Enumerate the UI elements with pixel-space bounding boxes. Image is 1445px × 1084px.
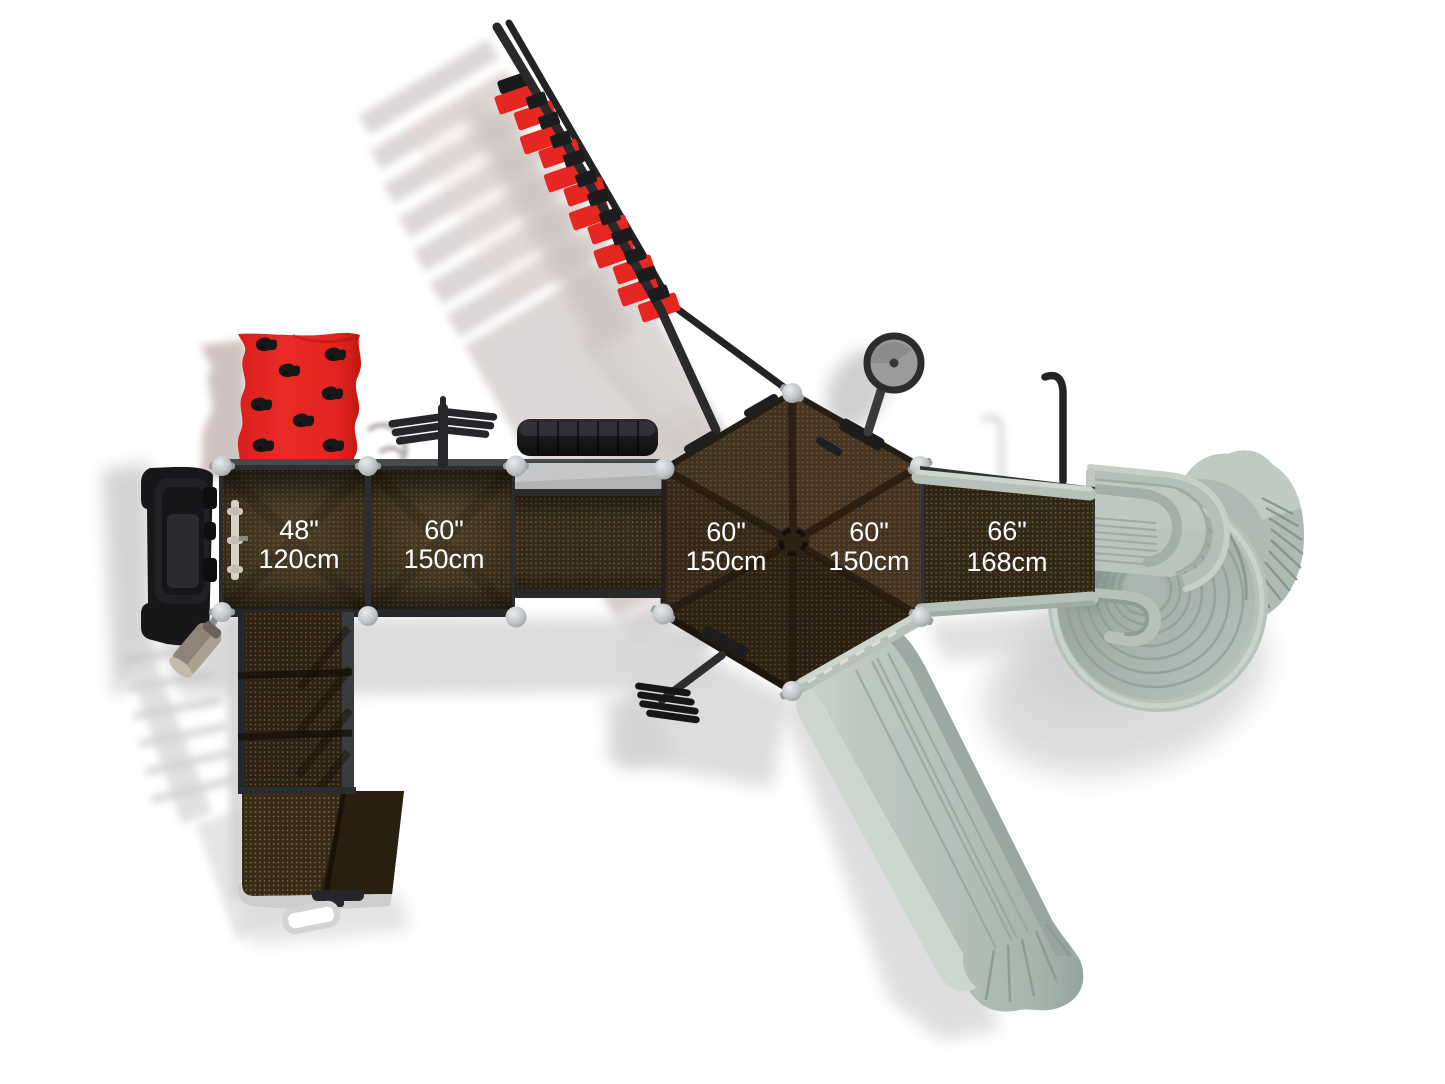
svg-text:168cm: 168cm xyxy=(966,547,1047,577)
svg-text:66": 66" xyxy=(987,516,1027,546)
svg-text:120cm: 120cm xyxy=(258,544,339,574)
svg-text:150cm: 150cm xyxy=(828,546,909,576)
svg-text:150cm: 150cm xyxy=(403,544,484,574)
svg-text:60": 60" xyxy=(424,515,464,545)
svg-text:150cm: 150cm xyxy=(685,546,766,576)
svg-text:60": 60" xyxy=(706,517,746,547)
svg-text:60": 60" xyxy=(849,517,889,547)
svg-text:48": 48" xyxy=(279,515,319,545)
